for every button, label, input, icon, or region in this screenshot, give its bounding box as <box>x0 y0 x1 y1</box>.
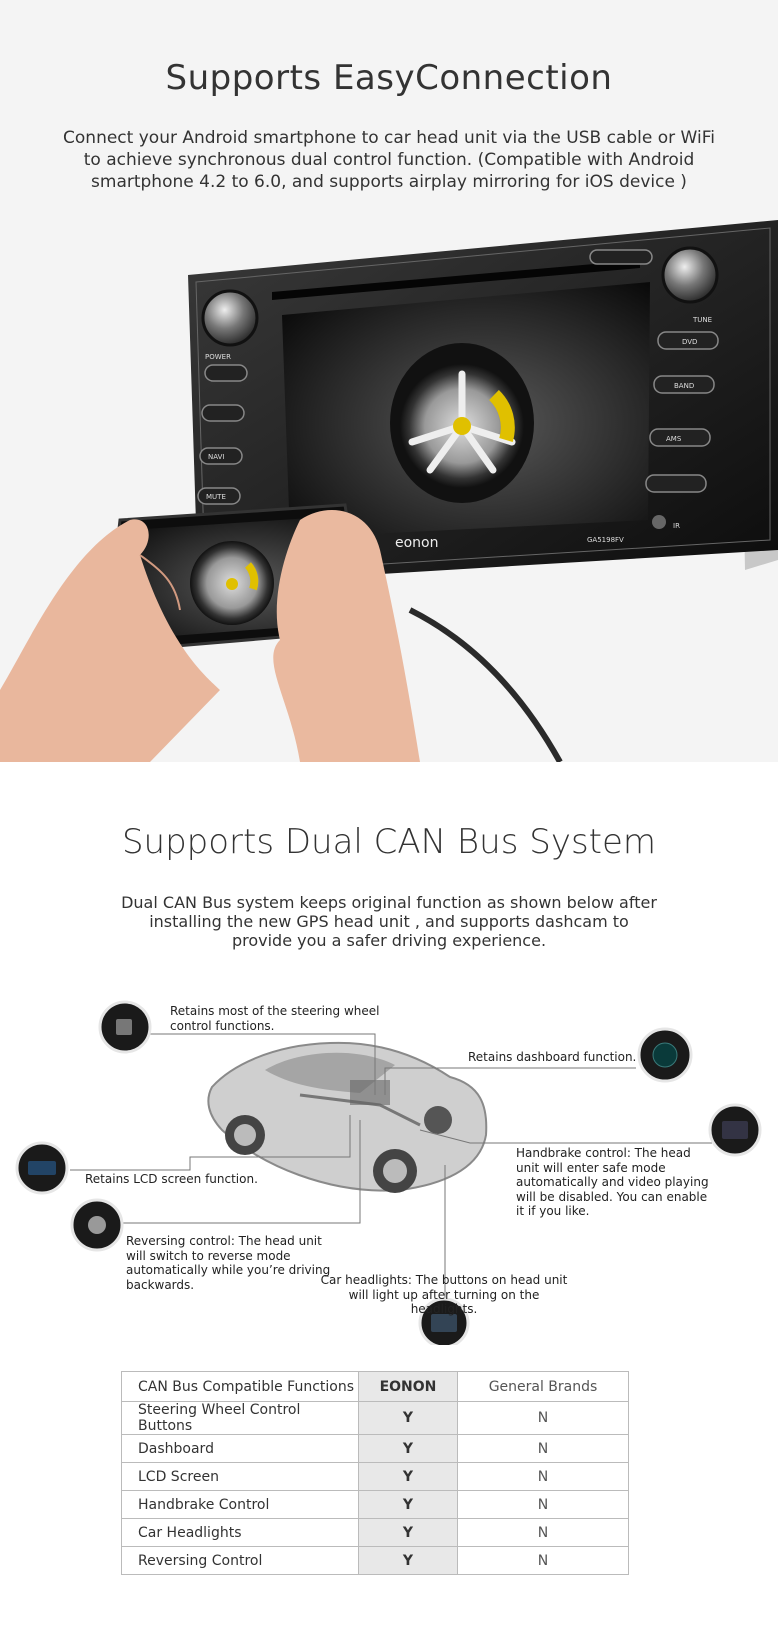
navi-label: NAVI <box>208 453 224 461</box>
table-cell: Y <box>358 1490 458 1519</box>
mute-label: MUTE <box>206 493 226 501</box>
model-label: GA5198FV <box>587 536 624 544</box>
table-row: Handbrake Control Y N <box>121 1490 629 1519</box>
table-cell: N <box>457 1546 629 1575</box>
table-cell: Dashboard <box>121 1434 359 1463</box>
table-row: Dashboard Y N <box>121 1434 629 1463</box>
table-cell: Handbrake Control <box>121 1490 359 1519</box>
can-bus-car-diagram <box>15 1000 762 1345</box>
headlights-label: Car headlights: The buttons on head unit… <box>320 1273 568 1316</box>
table-cell: N <box>457 1434 629 1463</box>
section-description: Connect your Android smartphone to car h… <box>63 128 715 192</box>
dvd-label: DVD <box>682 338 697 346</box>
table-cell: N <box>457 1401 629 1435</box>
brand-logo: eonon <box>395 535 439 551</box>
section-title: Supports Dual CAN Bus System <box>121 822 657 862</box>
handbrake-label: Handbrake control: The head unit will en… <box>516 1146 709 1218</box>
table-cell: Steering Wheel Control Buttons <box>121 1401 359 1435</box>
lcd-label: Retains LCD screen function. <box>85 1172 258 1186</box>
header-functions: CAN Bus Compatible Functions <box>121 1371 359 1402</box>
table-cell: Reversing Control <box>121 1546 359 1575</box>
table-cell: Y <box>358 1546 458 1575</box>
table-cell: Y <box>358 1518 458 1547</box>
reversing-label: Reversing control: The head unit will sw… <box>126 1234 331 1292</box>
header-general: General Brands <box>457 1371 629 1402</box>
header-eonon: EONON <box>358 1371 458 1402</box>
table-cell: N <box>457 1490 629 1519</box>
head-unit-illustration: POWER NAVI MUTE TUNE DVD BAND AMS GA5198… <box>0 220 778 762</box>
power-label: POWER <box>205 353 231 361</box>
can-bus-comparison-table: CAN Bus Compatible Functions EONON Gener… <box>121 1371 629 1575</box>
table-cell: Y <box>358 1401 458 1435</box>
table-cell: Car Headlights <box>121 1518 359 1547</box>
dashboard-label: Retains dashboard function. <box>468 1050 637 1064</box>
table-row: Car Headlights Y N <box>121 1518 629 1547</box>
table-cell: N <box>457 1462 629 1491</box>
tune-label: TUNE <box>692 316 712 324</box>
table-header-row: CAN Bus Compatible Functions EONON Gener… <box>121 1371 629 1402</box>
table-row: Reversing Control Y N <box>121 1546 629 1575</box>
table-cell: Y <box>358 1462 458 1491</box>
table-row: Steering Wheel Control Buttons Y N <box>121 1401 629 1435</box>
table-cell: N <box>457 1518 629 1547</box>
easyconnection-section: Supports EasyConnection Connect your And… <box>0 0 778 762</box>
band-label: BAND <box>674 382 694 390</box>
section-description: Dual CAN Bus system keeps original funct… <box>121 893 657 950</box>
table-cell: Y <box>358 1434 458 1463</box>
table-row: LCD Screen Y N <box>121 1462 629 1491</box>
table-cell: LCD Screen <box>121 1462 359 1491</box>
section-title: Supports EasyConnection <box>165 58 613 98</box>
ams-label: AMS <box>666 435 682 443</box>
steering-label: Retains most of the steering wheel contr… <box>170 1004 380 1033</box>
ir-label: IR <box>673 522 680 530</box>
